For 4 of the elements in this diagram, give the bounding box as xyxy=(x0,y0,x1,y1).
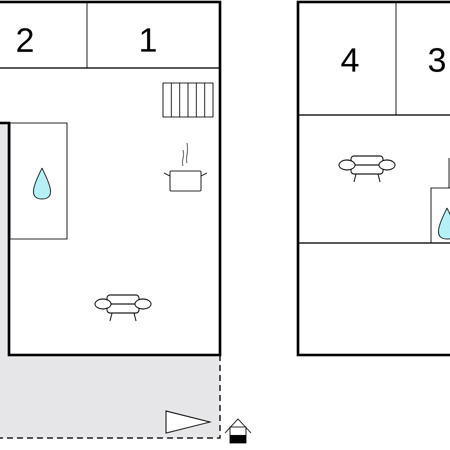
room-number: 1 xyxy=(141,28,156,52)
room-number: 4 xyxy=(341,48,358,72)
room-number: 3 xyxy=(428,48,445,72)
room-number: 2 xyxy=(17,28,33,52)
